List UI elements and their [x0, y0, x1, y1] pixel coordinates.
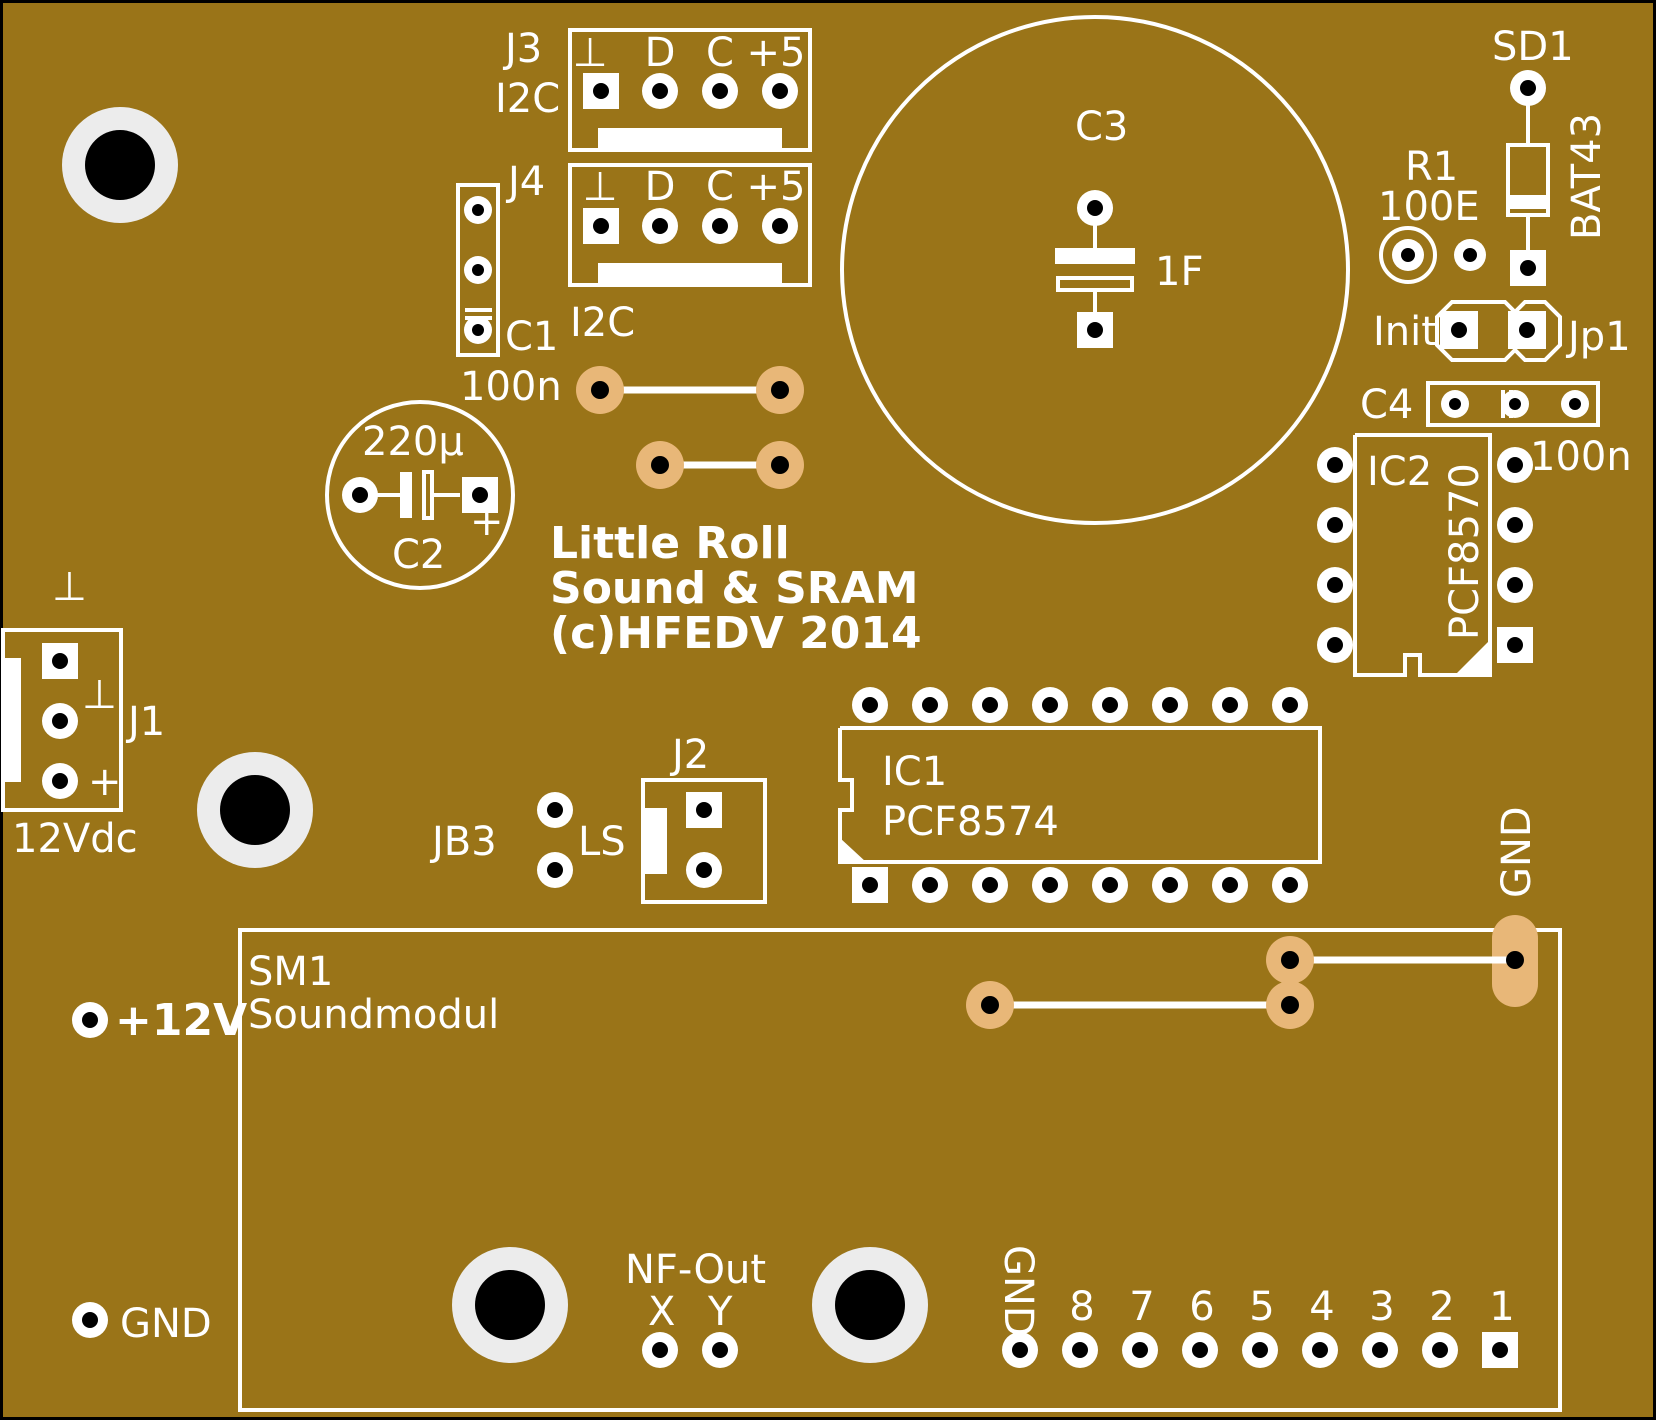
wire-jumper-upper	[576, 366, 804, 414]
c2-plus: +	[470, 499, 504, 545]
ic1-value: PCF8574	[882, 799, 1059, 845]
connector-j3: J3 I2C ⊥ D C +5	[495, 26, 812, 152]
title-line-1: Little Roll	[550, 518, 790, 569]
sm1-gnd-pin-label: GND	[995, 1245, 1041, 1337]
sd1-ref: SD1	[1492, 24, 1574, 70]
power-gnd-label: GND	[120, 1301, 212, 1347]
j3-pin-c-label: C	[706, 30, 734, 76]
j4-pin-d-label: D	[645, 164, 676, 210]
sm1-pin-8-label: 8	[1069, 1284, 1094, 1330]
capacitor-c3: C3 1F	[840, 15, 1350, 525]
jb3-ref: JB3	[429, 819, 497, 865]
mounting-hole-bottom-left	[452, 1247, 568, 1363]
c1-ref: C1	[505, 314, 558, 360]
capacitor-c1: C1 100n	[456, 183, 562, 410]
c3-value: 1F	[1155, 249, 1203, 295]
ic2-ref: IC2	[1367, 449, 1432, 495]
sm1-name: Soundmodul	[248, 992, 499, 1038]
ic1-ref: IC1	[882, 749, 947, 795]
ic2-value: PCF8570	[1442, 463, 1488, 640]
j4-bus-label: I2C	[570, 300, 635, 346]
sm1-pin-3-label: 3	[1369, 1284, 1394, 1330]
wire-jumper-sm1-gnd	[1266, 915, 1538, 1007]
j3-pin-d-label: D	[645, 30, 676, 76]
solder-bridge-jb3: JB3 LS	[429, 792, 626, 888]
power-pad-gnd: GND	[72, 1301, 212, 1347]
connector-j2: J2	[641, 732, 767, 904]
sm1-nf-x-label: X	[648, 1289, 675, 1335]
j4-ref: J4	[505, 159, 545, 205]
sd1-value: BAT43	[1564, 113, 1610, 240]
mounting-hole-top-left	[62, 107, 178, 223]
jp1-ref: Jp1	[1565, 314, 1631, 360]
sm1-pin-4-label: 4	[1309, 1284, 1334, 1330]
capacitor-c2: 220µ C2 +	[325, 400, 515, 590]
j3-bus-label: I2C	[495, 76, 560, 122]
power-plus12-label: +12V	[115, 995, 247, 1046]
r1-ref: R1	[1405, 144, 1458, 190]
sm1-ref: SM1	[248, 949, 333, 995]
mounting-hole-bottom-mid	[812, 1247, 928, 1363]
sm1-nf-y-label: Y	[707, 1289, 733, 1335]
j3-ref: J3	[502, 26, 542, 72]
sm1-pin-7-label: 7	[1129, 1284, 1154, 1330]
sm1-gnd-top-label: GND	[1494, 806, 1540, 898]
connector-j1: ⊥ ⊥ + J1 12Vdc	[1, 564, 165, 862]
board-title: Little Roll Sound & SRAM (c)HFEDV 2014	[550, 518, 922, 659]
j1-ref: J1	[125, 699, 165, 745]
j1-label: 12Vdc	[12, 816, 138, 862]
resistor-r1: R1 100E	[1378, 144, 1486, 284]
board-substrate	[3, 3, 1653, 1417]
j4-pin-c-label: C	[706, 164, 734, 210]
c4-value: 100n	[1530, 434, 1632, 480]
j4-pin-5v-label: +5	[747, 164, 806, 210]
connector-j4: J4 I2C ⊥ D C +5	[505, 159, 812, 346]
sm1-pin-1-label: 1	[1489, 1284, 1514, 1330]
module-sm1: SM1 Soundmodul GND NF-Out X Y GND 8 7 6 …	[238, 806, 1562, 1412]
c2-ref: C2	[392, 532, 445, 578]
ic-ic1: IC1 PCF8574	[838, 726, 1322, 864]
ic-ic2: IC2 PCF8570	[1353, 433, 1492, 677]
j3-pin-gnd-label: ⊥	[573, 30, 608, 76]
j2-ref: J2	[669, 732, 709, 778]
title-line-2: Sound & SRAM	[550, 563, 918, 614]
title-line-3: (c)HFEDV 2014	[550, 608, 922, 659]
c3-ref: C3	[1075, 104, 1128, 150]
j1-pin-gnd-label: ⊥	[82, 672, 117, 718]
jb3-label: LS	[578, 819, 626, 865]
capacitor-c4: C4 100n	[1360, 381, 1632, 480]
c4-ref: C4	[1360, 382, 1413, 428]
j1-pin-plus-label: +	[88, 759, 122, 805]
sm1-pin-5-label: 5	[1249, 1284, 1274, 1330]
wire-jumper-lower	[636, 441, 804, 489]
sm1-pin-6-label: 6	[1189, 1284, 1214, 1330]
mounting-hole-mid-left	[197, 752, 313, 868]
j3-pin-5v-label: +5	[747, 30, 806, 76]
wire-jumper-sm1-signal	[966, 981, 1314, 1029]
jp1-label: Init	[1373, 309, 1437, 355]
c1-value: 100n	[460, 364, 562, 410]
ic-pads	[852, 447, 1533, 903]
r1-value: 100E	[1378, 184, 1480, 230]
diode-sd1: SD1 BAT43	[1492, 24, 1610, 286]
c2-value: 220µ	[362, 419, 464, 465]
sm1-nf-out-label: NF-Out	[625, 1247, 766, 1293]
jumper-jp1: Init Jp1	[1373, 300, 1631, 362]
power-pad-plus12: +12V	[72, 995, 247, 1046]
j1-gnd-symbol: ⊥	[52, 564, 87, 610]
sm1-pin-2-label: 2	[1429, 1284, 1454, 1330]
j4-pin-gnd-label: ⊥	[583, 164, 618, 210]
